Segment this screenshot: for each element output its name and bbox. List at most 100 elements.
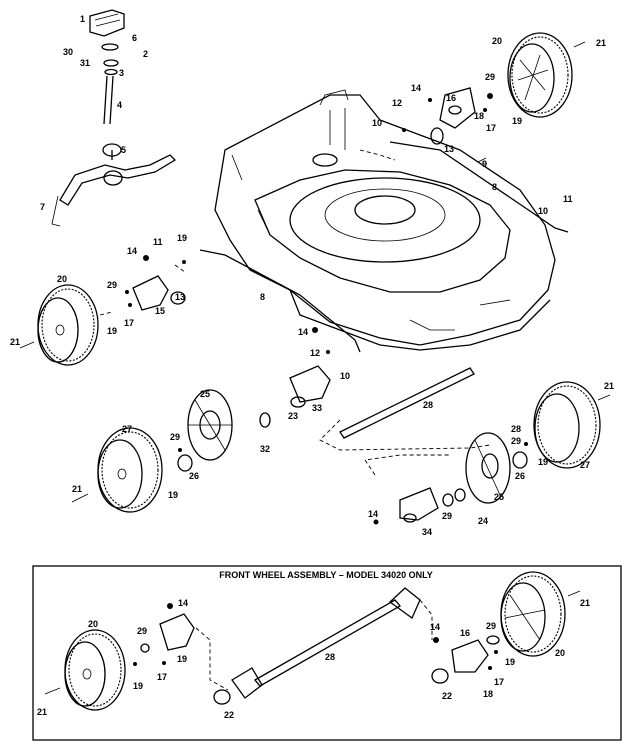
- callout-29: 29: [170, 432, 180, 442]
- callout-8: 8: [260, 292, 265, 302]
- callout-9: 9: [482, 159, 487, 169]
- callout-32: 32: [260, 444, 270, 454]
- callout-11: 11: [563, 194, 573, 204]
- callout-2: 2: [143, 49, 148, 59]
- callout-8: 8: [492, 182, 497, 192]
- hub-cap-right: [465, 432, 511, 504]
- callout-14: 14: [368, 509, 378, 519]
- hub-cap-center: [187, 389, 271, 461]
- callout-31: 31: [80, 58, 90, 68]
- callout-17: 17: [494, 677, 504, 687]
- callout-16: 16: [460, 628, 470, 638]
- front-assembly-bracket-right: [431, 635, 500, 684]
- callout-17: 17: [157, 672, 167, 682]
- front-axle-rod: [199, 249, 361, 353]
- callout-25: 25: [494, 492, 504, 502]
- callout-5: 5: [121, 145, 126, 155]
- front-wheel-assembly-title: FRONT WHEEL ASSEMBLY – MODEL 34020 ONLY: [219, 570, 433, 580]
- mower-deck: [214, 89, 556, 351]
- callout-10: 10: [538, 206, 548, 216]
- callout-19: 19: [177, 654, 187, 664]
- callout-16: 16: [446, 93, 456, 103]
- callout-29: 29: [485, 72, 495, 82]
- callout-28: 28: [423, 400, 433, 410]
- callout-27: 27: [122, 424, 132, 434]
- callout-13: 13: [444, 144, 454, 154]
- callout-27: 27: [580, 460, 590, 470]
- callout-33: 33: [312, 403, 322, 413]
- callout-26: 26: [515, 471, 525, 481]
- callout-22: 22: [442, 691, 452, 701]
- callout-15: 15: [155, 306, 165, 316]
- callout-14: 14: [298, 327, 308, 337]
- callout-30: 30: [63, 47, 73, 57]
- callout-29: 29: [107, 280, 117, 290]
- left-wheel-bracket: [125, 255, 186, 311]
- front-assembly-wheel-right: [500, 571, 581, 657]
- callout-29: 29: [486, 621, 496, 631]
- callout-22: 22: [224, 710, 234, 720]
- callout-21: 21: [72, 484, 82, 494]
- wheel-right-mid: [512, 381, 611, 469]
- callout-19: 19: [107, 326, 117, 336]
- callout-14: 14: [430, 622, 440, 632]
- callout-19: 19: [168, 490, 178, 500]
- callout-10: 10: [372, 118, 382, 128]
- callout-14: 14: [411, 83, 421, 93]
- callout-20: 20: [57, 274, 67, 284]
- callout-29: 29: [511, 436, 521, 446]
- callout-18: 18: [474, 111, 484, 121]
- front-assembly-bracket-left: [159, 603, 229, 691]
- callout-26: 26: [189, 471, 199, 481]
- callout-11: 11: [153, 237, 163, 247]
- callout-29: 29: [137, 626, 147, 636]
- callout-21: 21: [596, 38, 606, 48]
- front-wheel-assembly-box: [32, 565, 622, 741]
- callout-25: 25: [200, 389, 210, 399]
- callout-23: 23: [288, 411, 298, 421]
- callout-1: 1: [80, 14, 85, 24]
- front-assembly-wheel-left: [44, 629, 150, 711]
- callout-3: 3: [119, 68, 124, 78]
- rear-bracket-34: [373, 487, 466, 525]
- callout-21: 21: [10, 337, 20, 347]
- callout-20: 20: [88, 619, 98, 629]
- callout-17: 17: [124, 318, 134, 328]
- callout-20: 20: [555, 648, 565, 658]
- callout-6: 6: [132, 33, 137, 43]
- callout-21: 21: [37, 707, 47, 717]
- wheel-top-right: [507, 32, 586, 118]
- callout-18: 18: [483, 689, 493, 699]
- center-bracket: [289, 327, 331, 408]
- wheel-bottom-left: [71, 427, 193, 513]
- callout-21: 21: [580, 598, 590, 608]
- wheel-mid-left: [19, 284, 99, 366]
- rear-axle-rod: [389, 141, 569, 233]
- axle-28: [339, 367, 475, 439]
- callout-4: 4: [117, 100, 122, 110]
- callout-20: 20: [492, 36, 502, 46]
- callout-19: 19: [133, 681, 143, 691]
- callout-10: 10: [340, 371, 350, 381]
- callout-19: 19: [505, 657, 515, 667]
- callout-14: 14: [127, 246, 137, 256]
- callout-24: 24: [478, 516, 488, 526]
- callout-13: 13: [175, 292, 185, 302]
- front-assembly-axle: [213, 587, 433, 705]
- callout-28: 28: [511, 424, 521, 434]
- callout-12: 12: [392, 98, 402, 108]
- callout-14: 14: [178, 598, 188, 608]
- callout-21: 21: [604, 381, 614, 391]
- callout-7: 7: [40, 202, 45, 212]
- callout-34: 34: [422, 527, 432, 537]
- height-adjuster-lever: [51, 9, 177, 227]
- callout-17: 17: [486, 123, 496, 133]
- callout-19: 19: [177, 233, 187, 243]
- callout-19: 19: [538, 457, 548, 467]
- callout-12: 12: [310, 348, 320, 358]
- callout-29: 29: [442, 511, 452, 521]
- callout-28: 28: [325, 652, 335, 662]
- rear-right-bracket: [402, 87, 493, 163]
- callout-19: 19: [512, 116, 522, 126]
